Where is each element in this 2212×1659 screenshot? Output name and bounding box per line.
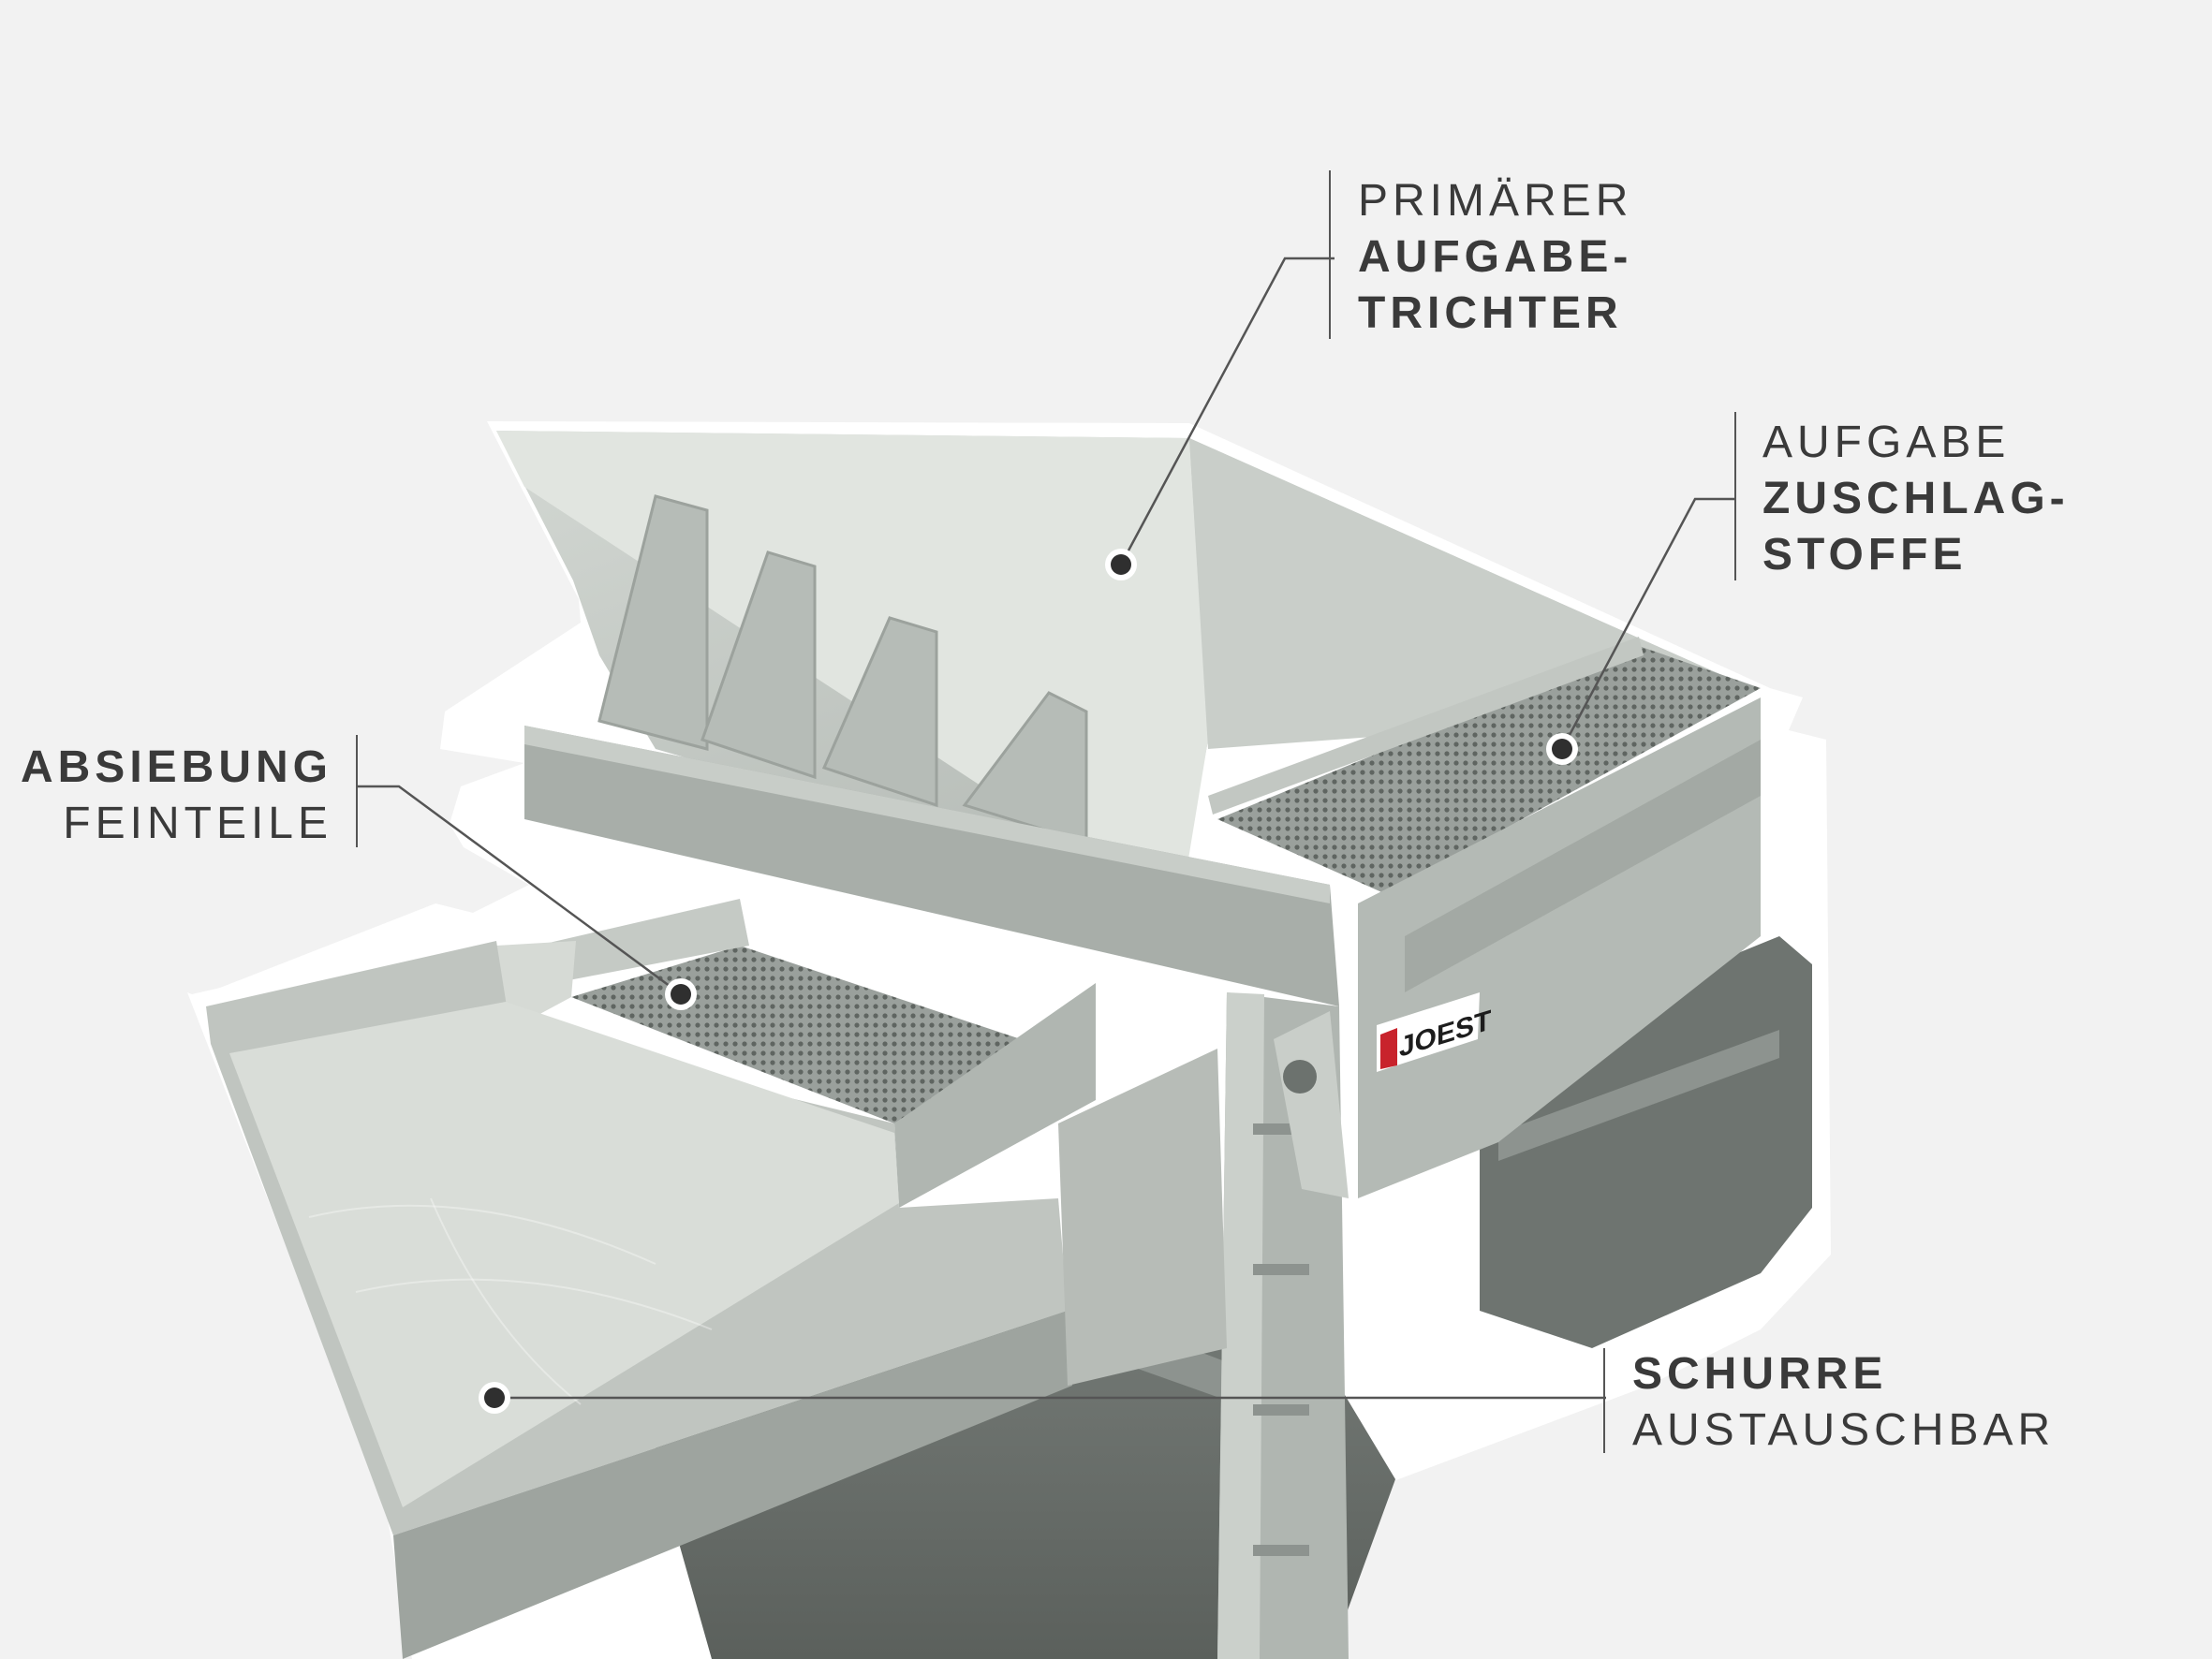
label-divider-aggregate (1734, 412, 1736, 580)
label-aggregate-line1: AUFGABE (1762, 418, 2011, 467)
label-fines: ABSIEBUNG FEINTEILE (0, 740, 332, 852)
label-chute-line2: AUSTAUSCHBAR (1632, 1405, 2056, 1455)
marker-fines (665, 978, 697, 1010)
callout-lines (358, 257, 1735, 1400)
label-hopper-line2: AUFGABE- (1358, 232, 1633, 282)
label-hopper-line3: TRICHTER (1358, 288, 1623, 338)
label-hopper: PRIMÄRER AUFGABE- TRICHTER (1358, 173, 1632, 342)
label-divider-chute (1603, 1348, 1605, 1453)
label-divider-fines (356, 735, 358, 847)
label-aggregate: AUFGABE ZUSCHLAG- STOFFE (1762, 415, 2070, 583)
label-fines-line2: FEINTEILE (63, 799, 332, 848)
label-divider-hopper (1329, 170, 1331, 339)
label-hopper-line1: PRIMÄRER (1358, 176, 1633, 226)
label-fines-line1: ABSIEBUNG (20, 742, 332, 792)
callout-markers (479, 549, 1578, 1414)
marker-hopper (1105, 549, 1137, 580)
label-aggregate-line2: ZUSCHLAG- (1762, 474, 2070, 523)
label-chute-line1: SCHURRE (1632, 1349, 1888, 1399)
aggregate-screen (1217, 646, 1761, 894)
crossbeam (524, 726, 1339, 1006)
marker-chute (479, 1382, 510, 1414)
label-chute: SCHURRE AUSTAUSCHBAR (1632, 1346, 2055, 1459)
marker-aggregate (1546, 733, 1578, 765)
joest-logo (1377, 992, 1480, 1072)
label-aggregate-line3: STOFFE (1762, 530, 1968, 580)
